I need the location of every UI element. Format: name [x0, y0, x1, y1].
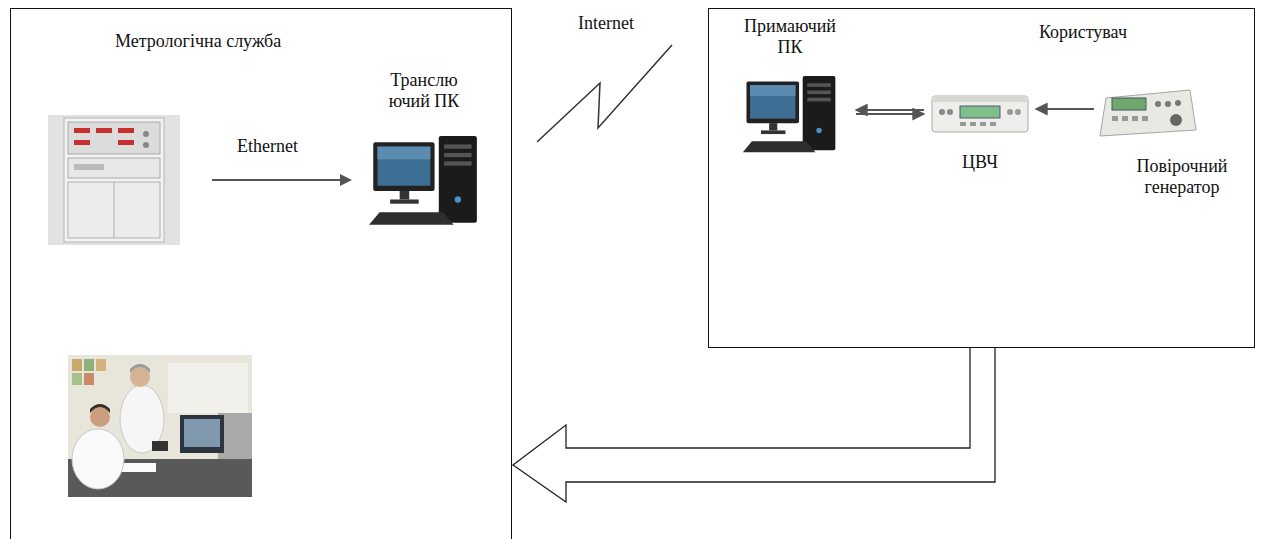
- device-icon: [930, 90, 1030, 138]
- region-heading: Користувач: [1039, 22, 1127, 43]
- region-box: Користувач Примаючий ПК ЦВЧ Повірочний гене…: [708, 8, 1255, 348]
- node-label: Транслю ючий ПК: [378, 70, 470, 112]
- node-label: Повірочний генератор: [1126, 156, 1238, 198]
- device-node: Примаючий ПК: [728, 16, 852, 154]
- connector-arrow: [513, 348, 995, 502]
- device-icon: [735, 76, 845, 154]
- internet-link: [537, 45, 672, 142]
- node-label: ЦВЧ: [930, 152, 1030, 173]
- device-node: Транслю ючий ПК: [368, 70, 480, 229]
- node-label: Примаючий ПК: [734, 16, 846, 58]
- region-heading: Метрологічна служба: [115, 31, 281, 52]
- connector-arrow: [1036, 108, 1094, 110]
- ethernet-arrow: [212, 174, 352, 186]
- region-box: Метрологічна службаТранслю ючий ПК: [10, 8, 512, 539]
- connector-arrow: [856, 113, 924, 115]
- link-label: Internet: [578, 13, 634, 34]
- standard-cabinet: [48, 115, 180, 245]
- connector-arrow: [856, 109, 924, 111]
- staff-photo: [68, 355, 252, 497]
- device-node: Повірочний генератор: [1098, 84, 1238, 198]
- link-label: Ethernet: [237, 136, 298, 157]
- device-icon: [369, 134, 479, 229]
- device-icon: [1098, 84, 1198, 142]
- device-node: ЦВЧ: [928, 90, 1032, 173]
